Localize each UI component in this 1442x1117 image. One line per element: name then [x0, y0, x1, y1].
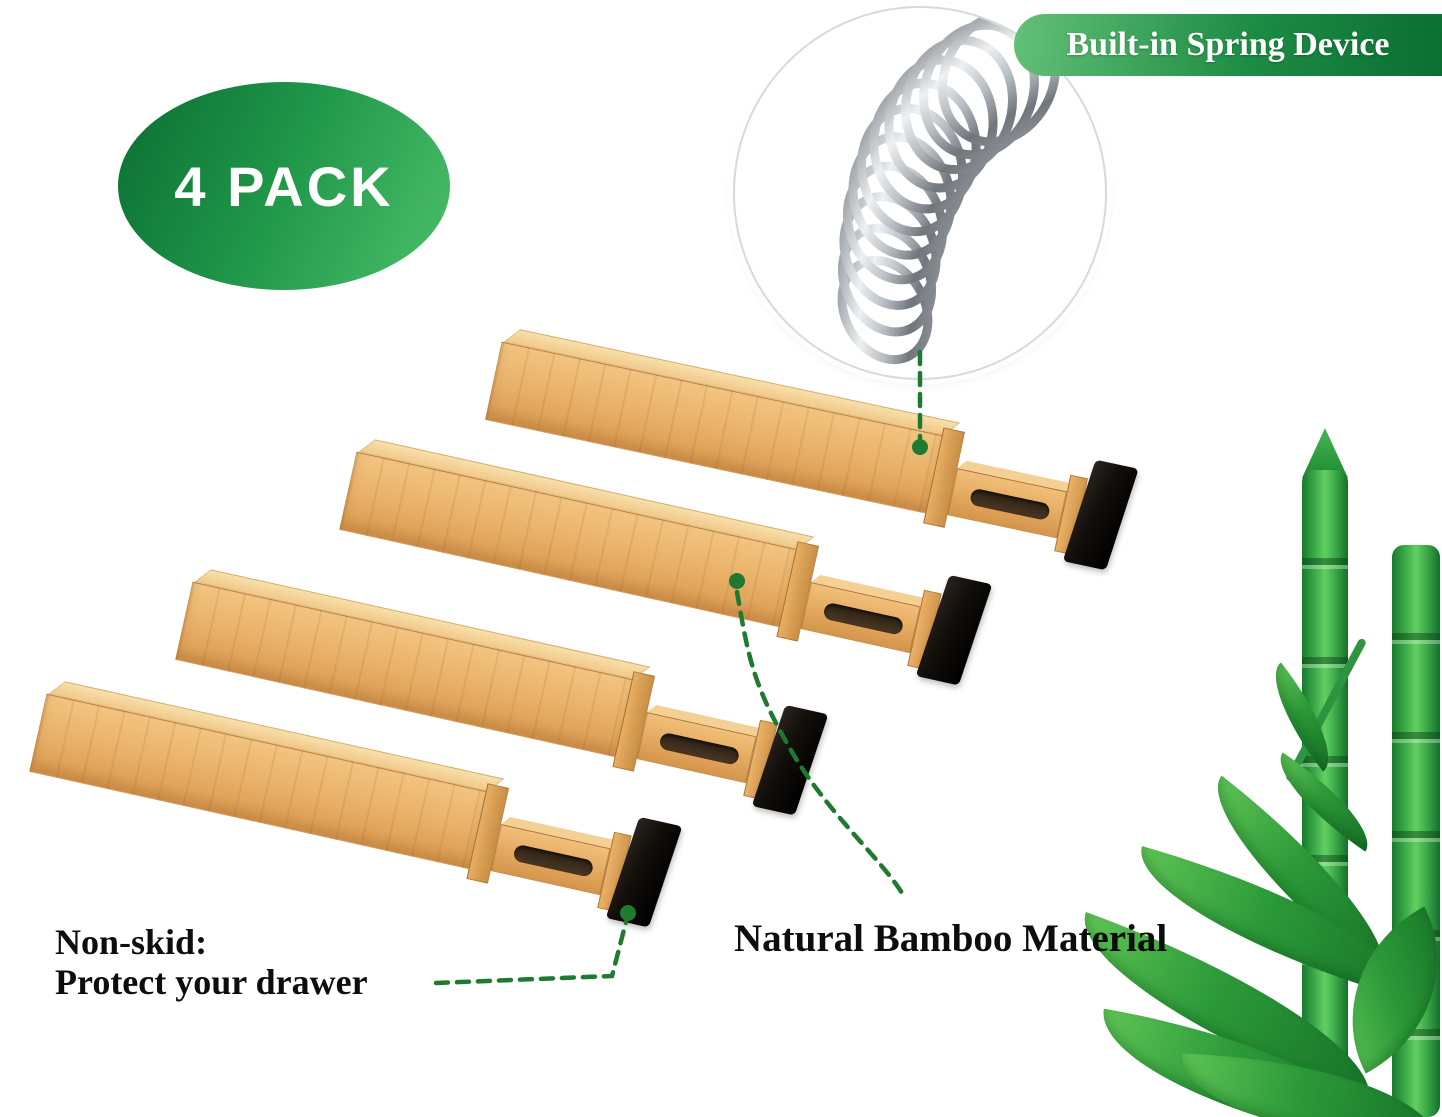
pack-count-badge: 4 PACK [118, 82, 450, 290]
divider-slot [658, 731, 741, 766]
nonskid-caption-title: Non-skid: [55, 922, 208, 962]
divider-slot [512, 843, 595, 878]
nonskid-caption-subtitle: Protect your drawer [55, 962, 368, 1003]
spring-coil-icon [837, 9, 1061, 365]
divider-slot [969, 487, 1051, 522]
spring-feature-banner: Built-in Spring Device [1014, 14, 1442, 76]
pack-count-label: 4 PACK [174, 154, 394, 218]
divider-slot [822, 601, 905, 636]
nonskid-caption: Non-skid: Protect your drawer [55, 922, 368, 1003]
spring-feature-label: Built-in Spring Device [1066, 26, 1390, 63]
material-caption: Natural Bamboo Material [734, 917, 1168, 960]
